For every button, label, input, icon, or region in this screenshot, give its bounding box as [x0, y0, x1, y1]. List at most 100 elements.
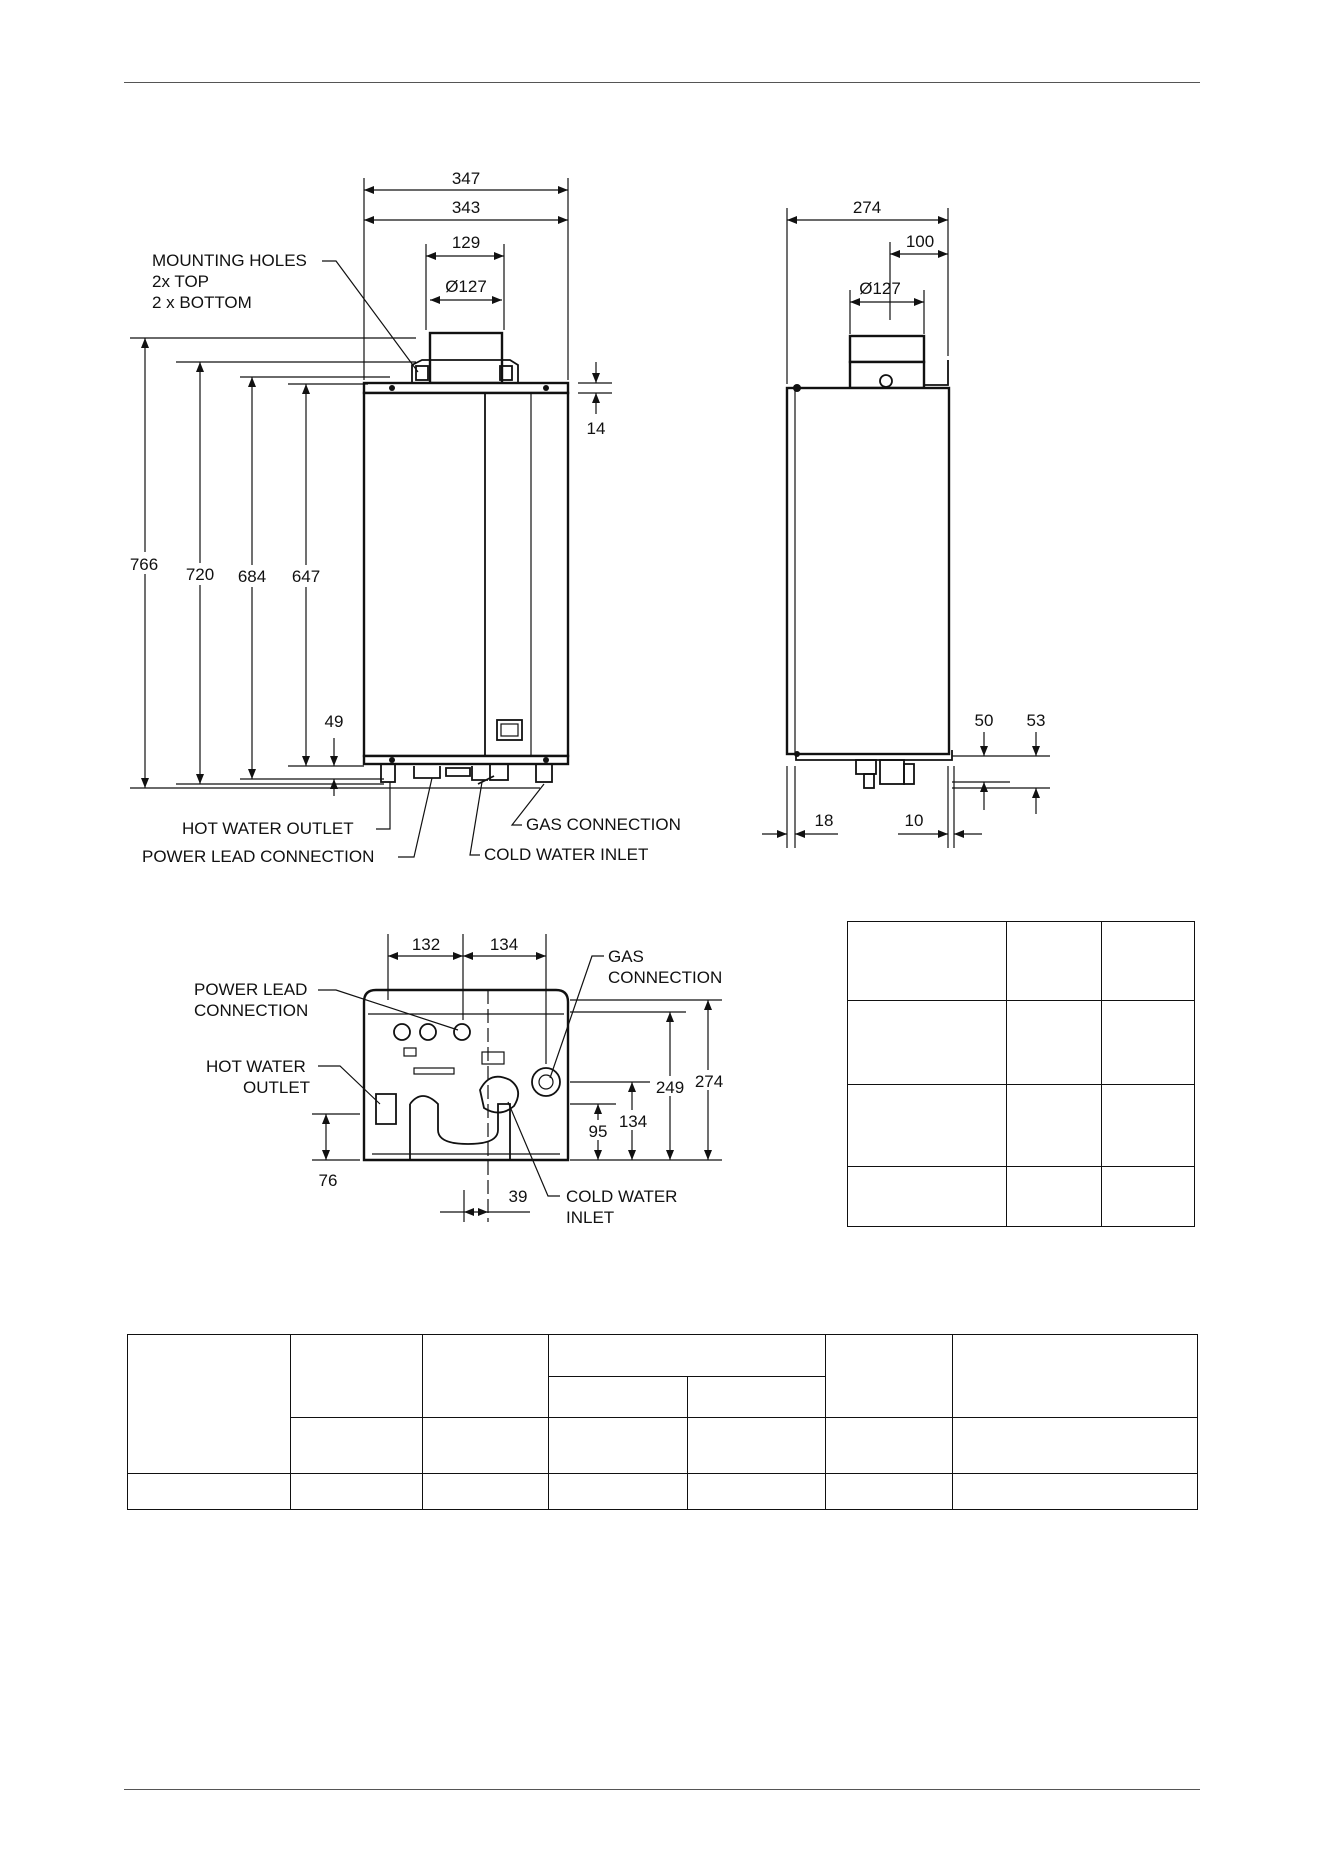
bottom-gas-leader	[549, 955, 604, 1079]
front-flue-collar	[428, 331, 504, 385]
dim-720: 720	[186, 565, 214, 584]
dim-766: 766	[130, 555, 158, 574]
dim-side-d127: Ø127	[859, 279, 901, 298]
table-row	[847, 1084, 1195, 1167]
bottom-rule	[124, 1789, 1200, 1790]
hot-water-outlet-fitting-bottom	[375, 1093, 397, 1125]
mounting-holes-label: MOUNTING HOLES	[152, 251, 307, 270]
bottom-view: 132 134 249 274 134 95 76 39	[194, 934, 728, 1227]
side-bottom-fitting	[863, 773, 875, 789]
dim-bottom-132: 132	[412, 935, 440, 954]
mounting-hole-left	[415, 365, 429, 381]
dim-side-53: 53	[1027, 711, 1046, 730]
dim-side-100: 100	[906, 232, 934, 251]
dim-bottom-134: 134	[490, 935, 518, 954]
bottom-hot-water-label: HOT WATER	[206, 1057, 306, 1076]
side-bottom-fitting	[879, 759, 905, 785]
dim-bottom-95: 95	[589, 1122, 608, 1141]
front-bottom-cap	[362, 754, 570, 766]
bottom-connector	[419, 1023, 437, 1041]
bottom-inlet-label: INLET	[566, 1208, 614, 1227]
table-row	[847, 1166, 1195, 1227]
bottom-outline	[362, 988, 570, 1162]
side-cabinet	[785, 386, 951, 756]
dim-bottom-249: 249	[656, 1078, 684, 1097]
hot-outlet-fitting	[380, 763, 396, 783]
dim-684: 684	[238, 567, 266, 586]
dim-side-274: 274	[853, 198, 881, 217]
bottom-label-plate	[481, 1051, 505, 1065]
cold-water-inlet-leader	[469, 781, 483, 856]
front-screw	[389, 385, 395, 391]
empty-grid-table-bottom	[126, 1334, 1199, 1510]
top-rule	[124, 82, 1200, 83]
bottom-power-connection-label: CONNECTION	[194, 1001, 308, 1020]
dim-side-10: 10	[905, 811, 924, 830]
power-lead-connector	[453, 1023, 471, 1041]
side-bottom-fitting	[855, 759, 877, 775]
bottom-cold-water-label: COLD WATER	[566, 1187, 677, 1206]
front-display-window	[496, 719, 523, 741]
front-top-bracket	[411, 359, 519, 383]
dim-347: 347	[452, 169, 480, 188]
bottom-connector	[393, 1023, 411, 1041]
front-screw	[543, 385, 549, 391]
bottom-gas-label: GAS	[608, 947, 644, 966]
gas-connection-fitting	[535, 763, 553, 783]
side-flue-collar	[848, 334, 926, 364]
empty-grid-table-right	[847, 921, 1195, 1227]
mounting-holes-top-label: 2x TOP	[152, 272, 209, 291]
dim-bottom-274: 274	[695, 1072, 723, 1091]
bottom-gas-connection-label: CONNECTION	[608, 968, 722, 987]
bottom-power-lead-leader	[318, 989, 459, 1031]
table-row	[847, 1000, 1195, 1085]
bottom-clip	[403, 1047, 417, 1057]
dim-49: 49	[325, 712, 344, 731]
hot-water-outlet-label: HOT WATER OUTLET	[182, 819, 354, 838]
gas-connection-fitting-bottom	[531, 1067, 561, 1097]
bottom-slot	[413, 1067, 455, 1075]
gas-connection-leader	[510, 783, 545, 826]
dim-bottom-76: 76	[319, 1171, 338, 1190]
table-row	[126, 1473, 1199, 1510]
front-screw	[389, 757, 395, 763]
dim-129: 129	[452, 233, 480, 252]
front-display-inner	[500, 723, 519, 737]
dim-647: 647	[292, 567, 320, 586]
dim-14: 14	[587, 419, 606, 438]
hot-water-outlet-leader	[376, 782, 391, 830]
dim-d127: Ø127	[445, 277, 487, 296]
side-view: 274 100 Ø127 50 53 18 10	[762, 198, 1050, 848]
mounting-holes-leader	[322, 260, 419, 373]
cold-water-inlet-fitting-bottom	[479, 1075, 520, 1114]
mounting-holes-bottom-label: 2 x BOTTOM	[152, 293, 252, 312]
bottom-power-lead-label: POWER LEAD	[194, 980, 307, 999]
dim-bottom-134-v: 134	[619, 1112, 647, 1131]
bottom-hot-water-leader	[318, 1065, 381, 1105]
power-lead-leader	[398, 777, 433, 858]
bottom-outlet-label: OUTLET	[243, 1078, 310, 1097]
side-screw	[794, 751, 800, 757]
table-row	[126, 1334, 1199, 1474]
gas-connection-fitting-bottom	[538, 1074, 554, 1090]
power-lead-connection-label: POWER LEAD CONNECTION	[142, 847, 374, 866]
gas-connection-label: GAS CONNECTION	[526, 815, 681, 834]
bottom-cold-water-leader	[507, 1101, 560, 1197]
mounting-hole-right	[499, 365, 513, 381]
dim-bottom-39: 39	[509, 1187, 528, 1206]
dim-343: 343	[452, 198, 480, 217]
front-screw	[543, 757, 549, 763]
side-screw	[793, 384, 801, 392]
front-view: 347 343 129 Ø127 766 720 684	[126, 169, 681, 866]
dimension-drawing: 347 343 129 Ø127 766 720 684	[126, 169, 1050, 1227]
side-wall-bracket	[924, 360, 949, 386]
dim-side-18: 18	[815, 811, 834, 830]
front-valve-block	[489, 763, 509, 781]
table-row	[847, 921, 1195, 1001]
dim-side-50: 50	[975, 711, 994, 730]
front-cabinet	[362, 391, 570, 758]
bottom-pipe-bracket	[409, 1095, 511, 1160]
table-row	[128, 1376, 1198, 1418]
power-lead-fitting	[413, 766, 471, 779]
cold-water-inlet-label: COLD WATER INLET	[484, 845, 648, 864]
